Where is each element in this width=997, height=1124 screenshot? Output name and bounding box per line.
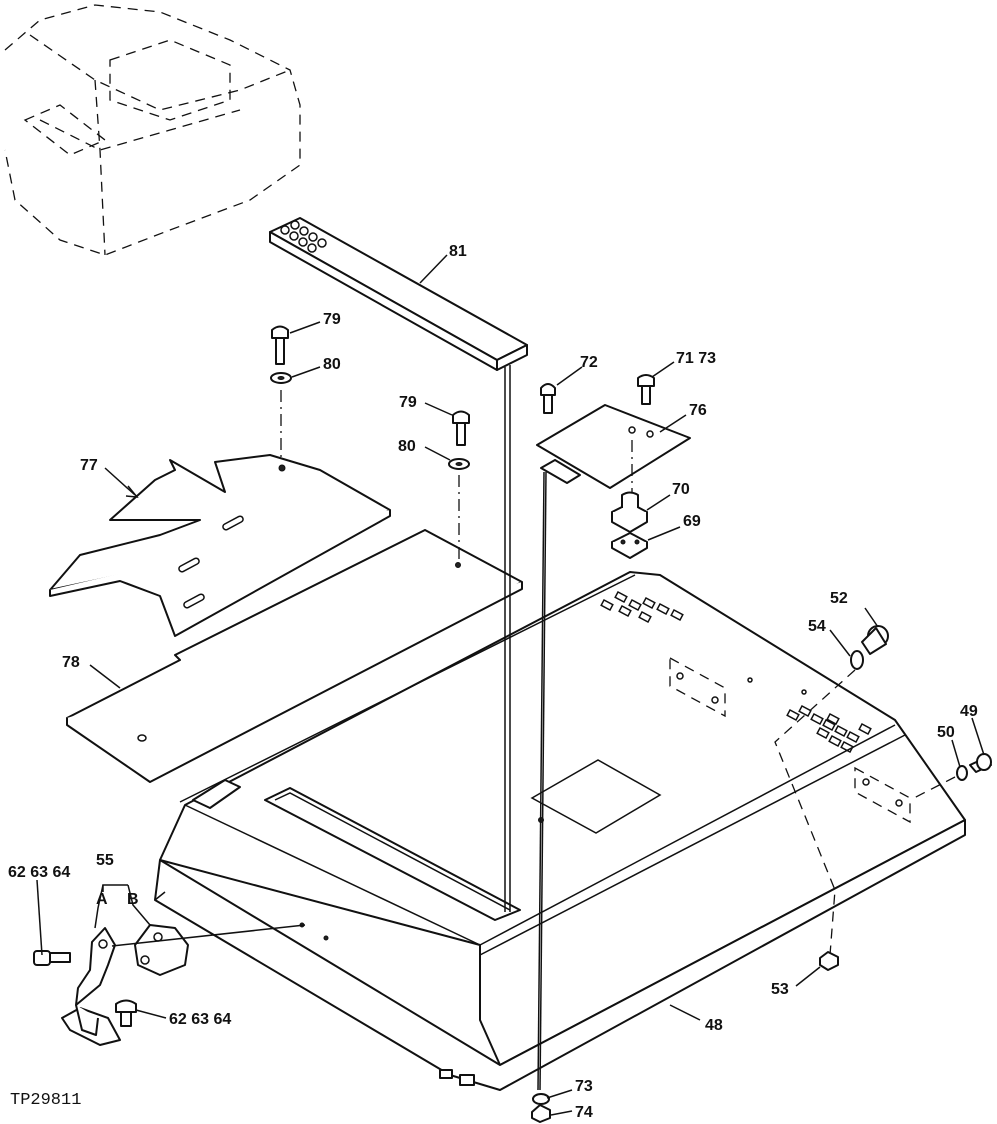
part-54-washer [850, 650, 864, 670]
callout-55-a: A [96, 891, 108, 908]
callout-62-63-64-upper: 62 63 64 [8, 864, 70, 881]
figure-id: TP29811 [10, 1091, 81, 1110]
callout-80-left: 80 [323, 356, 341, 373]
callout-76: 76 [689, 402, 707, 419]
leader-lines [36, 254, 985, 1116]
part-70-block [611, 491, 648, 533]
callout-73: 73 [575, 1078, 593, 1095]
callout-77: 77 [80, 457, 98, 474]
callout-55-b: B [127, 891, 139, 908]
callout-71-73: 71 73 [676, 350, 716, 367]
part-80-washer-left [270, 372, 292, 384]
callout-53: 53 [771, 981, 789, 998]
part-49-bolt [969, 753, 992, 773]
part-76-cover [536, 404, 691, 489]
part-71-bolt [637, 374, 655, 405]
part-69-plate [611, 532, 648, 559]
callout-54: 54 [808, 618, 826, 635]
part-55a-latch-arm [61, 927, 121, 1046]
part-78-plate [66, 529, 523, 783]
vent-grid-front [786, 704, 872, 754]
callout-70: 70 [672, 481, 690, 498]
part-79-bolt-left [271, 325, 289, 365]
callout-80-right: 80 [398, 438, 416, 455]
callout-55: 55 [96, 852, 114, 869]
callout-78: 78 [62, 654, 80, 671]
part-74-nut [531, 1104, 551, 1123]
part-62-screw-lower [115, 999, 137, 1027]
part-81-bar [269, 217, 528, 371]
callout-79-right: 79 [399, 394, 417, 411]
part-55b-latch-catch [134, 924, 189, 976]
part-55-latch-assembly [33, 924, 306, 1046]
part-50-washer [956, 765, 968, 781]
callout-50: 50 [937, 724, 955, 741]
part-48-housing [154, 571, 966, 1091]
callout-72: 72 [580, 354, 598, 371]
part-77-plate [49, 454, 391, 637]
part-52-knob [861, 625, 889, 655]
seat-outline-phantom [4, 4, 301, 256]
callout-81: 81 [449, 243, 467, 260]
part-62-screw-upper [33, 950, 71, 966]
callout-48: 48 [705, 1017, 723, 1034]
part-81-texture [280, 220, 327, 253]
callout-79-left: 79 [323, 311, 341, 328]
part-72-bolt [537, 383, 556, 1091]
vent-grid-rear [600, 590, 684, 624]
callout-52: 52 [830, 590, 848, 607]
part-73-washer [532, 1093, 550, 1105]
callout-74: 74 [575, 1104, 593, 1121]
part-80-washer-right [448, 458, 470, 470]
part-53-nut [819, 951, 839, 971]
callout-69: 69 [683, 513, 701, 530]
callout-labels: 81 79 80 79 80 77 78 72 71 73 76 70 69 5… [8, 243, 978, 1121]
part-79-bolt-right [452, 410, 470, 446]
callout-49: 49 [960, 703, 978, 720]
callout-62-63-64-lower: 62 63 64 [169, 1011, 231, 1028]
